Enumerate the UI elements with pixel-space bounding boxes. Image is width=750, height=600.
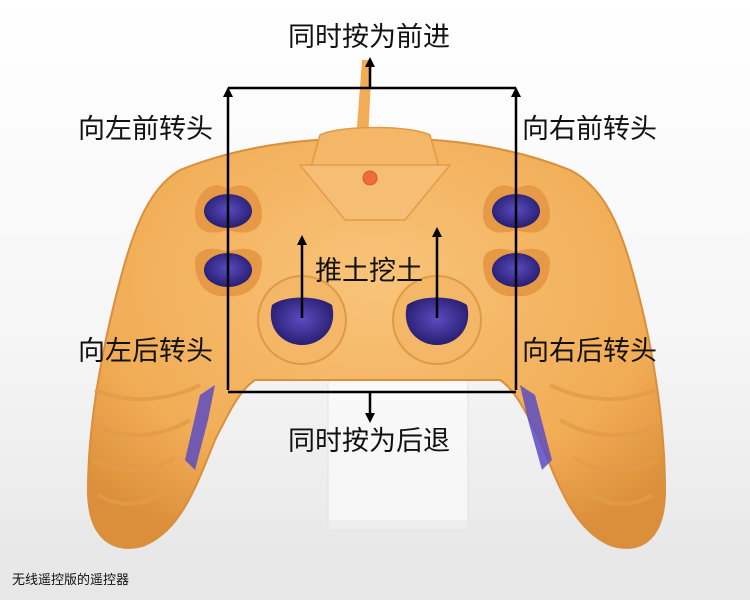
dig-right-button[interactable] [392, 275, 482, 365]
left-backward-label: 向左后转头 [78, 336, 213, 367]
stand-base [0, 520, 750, 600]
controller-body [86, 138, 667, 549]
right-backward-label: 向右后转头 [522, 336, 657, 367]
annotation-arrows [223, 57, 521, 423]
left-side-trigger [185, 385, 215, 470]
controller-top-ridge [309, 126, 441, 171]
dig-label: 推土挖土 [315, 256, 423, 287]
antenna [356, 60, 372, 140]
image-caption: 无线遥控版的遥控器 [12, 573, 130, 588]
right-forward-label: 向右前转头 [522, 114, 657, 145]
left-forward-label: 向左前转头 [78, 114, 213, 145]
right-side-trigger [520, 385, 552, 470]
power-led [362, 170, 378, 186]
backward-label: 同时按为后退 [288, 426, 450, 457]
display-stand [327, 359, 469, 531]
right-grip-ridges [549, 383, 659, 506]
left-grip-ridges [91, 383, 201, 506]
forward-label: 同时按为前进 [288, 22, 450, 53]
center-panel [298, 164, 452, 221]
